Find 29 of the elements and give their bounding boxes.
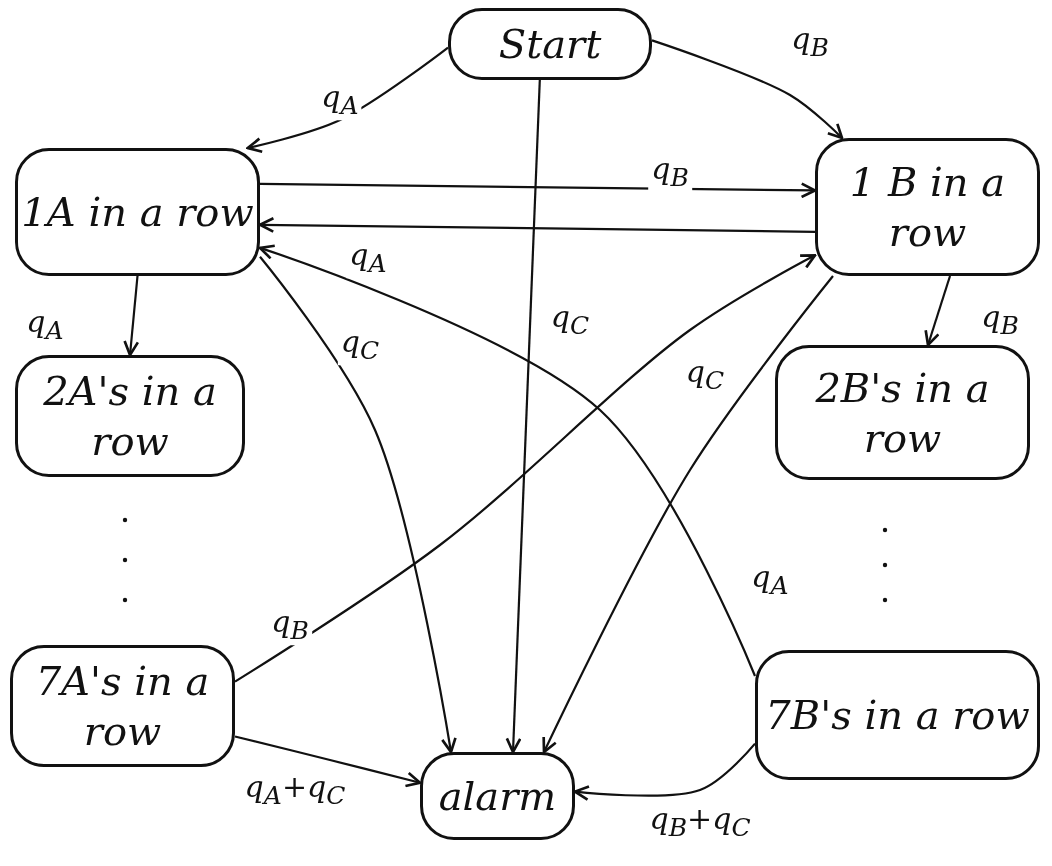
arrow <box>505 79 541 754</box>
state-box <box>420 752 575 840</box>
arrow <box>542 275 834 754</box>
arrow <box>573 742 756 801</box>
state-label: 1A in a row <box>21 188 254 237</box>
arrow <box>234 253 817 683</box>
state-label: 7B's in a row <box>765 691 1030 740</box>
arrow <box>246 46 449 153</box>
state-box <box>15 148 260 276</box>
arrow <box>258 216 815 233</box>
state-label: alarm <box>438 772 557 821</box>
state-box <box>10 645 235 767</box>
state-label: 1 B in a row <box>848 158 1007 257</box>
state-label: 7A's in a row <box>34 657 211 756</box>
state-label: Start <box>498 20 602 69</box>
state-box <box>775 345 1030 480</box>
state-box <box>755 650 1040 780</box>
arrow <box>924 275 952 347</box>
arrow <box>260 182 817 199</box>
state-box <box>815 138 1040 276</box>
arrow <box>123 275 140 357</box>
state-box <box>15 355 245 477</box>
arrow <box>258 244 756 677</box>
state-box <box>448 8 652 80</box>
state-label: 2A's in a row <box>42 367 218 466</box>
arrow <box>259 256 457 754</box>
state-label: 2B's in a row <box>814 363 991 463</box>
arrow <box>651 39 844 140</box>
arrow <box>234 735 422 788</box>
